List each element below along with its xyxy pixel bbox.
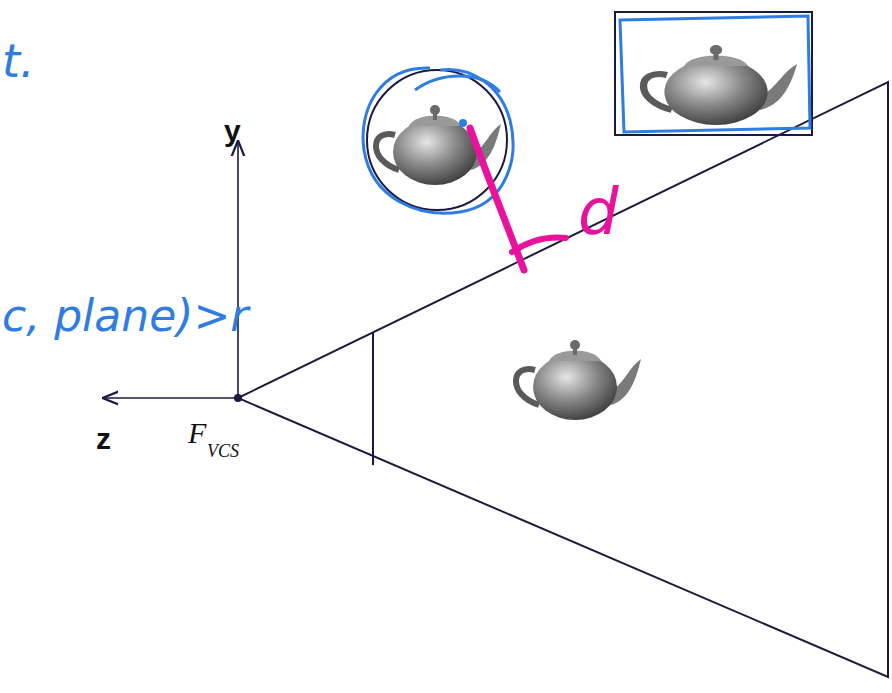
handwritten-note: c, plane)>r: [2, 294, 248, 338]
handwritten-note: t.: [2, 38, 35, 84]
frame-subscript: VCS: [207, 442, 239, 460]
axis-label: z: [96, 424, 111, 454]
distance-label: d: [578, 180, 619, 244]
frame-label: F: [188, 418, 206, 448]
axis-label: y: [224, 116, 241, 146]
